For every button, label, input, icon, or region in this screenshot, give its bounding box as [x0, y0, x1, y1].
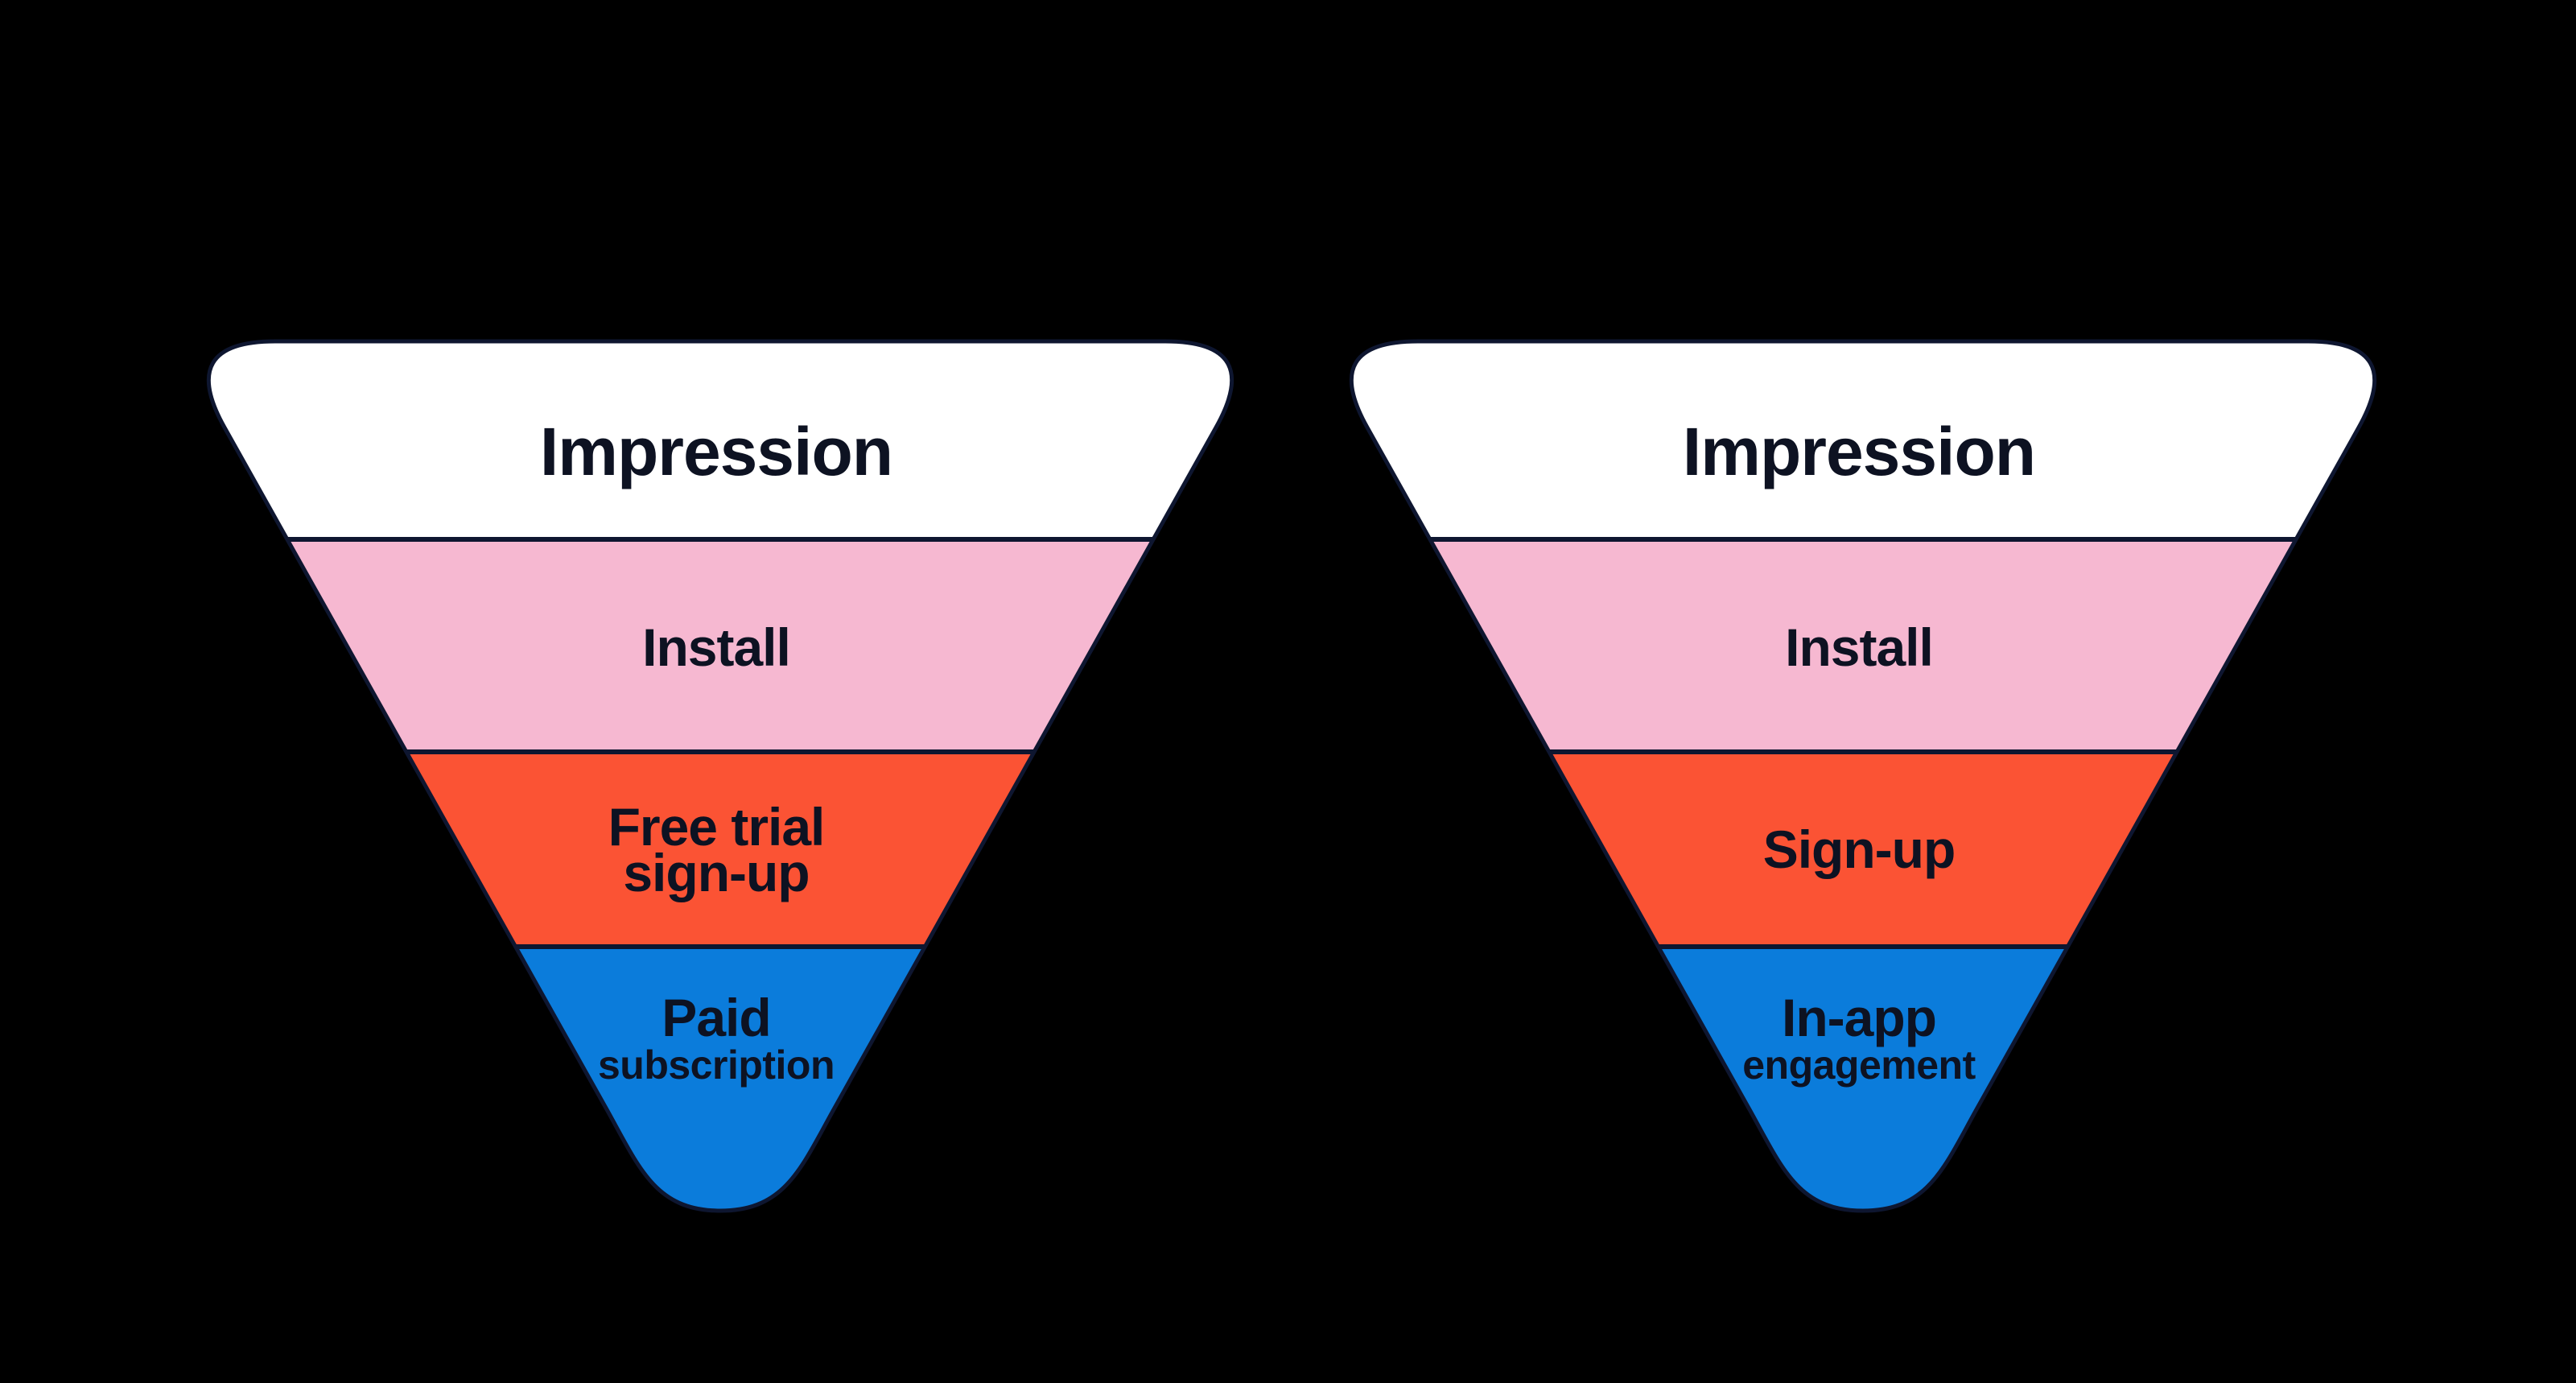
left-stage1-label: Impression [540, 414, 892, 489]
left-stage4-label-main: Paid [662, 988, 770, 1047]
right-stage4-label-main: In-app [1782, 988, 1936, 1047]
left-funnel-outline [206, 339, 1234, 1213]
right-funnel-outline [1349, 339, 2377, 1213]
right-stage4-label-sub: engagement [1742, 1042, 1976, 1088]
left-stage3-label-line2: sign-up [623, 843, 809, 902]
right-stage1-band [1351, 341, 2375, 539]
funnel-right: Impression Install Sign-up In-app engage… [1349, 339, 2377, 1213]
left-stage4-label-sub: subscription [598, 1042, 835, 1088]
funnel-left: Impression Install Free trial sign-up Pa… [206, 339, 1234, 1213]
right-stage1-label: Impression [1683, 414, 2035, 489]
left-stage3-label-line1: Free trial [608, 797, 825, 857]
left-stage2-label: Install [642, 617, 790, 677]
left-stage1-band [208, 341, 1232, 539]
right-stage2-label: Install [1785, 617, 1933, 677]
right-stage3-label: Sign-up [1763, 819, 1956, 879]
